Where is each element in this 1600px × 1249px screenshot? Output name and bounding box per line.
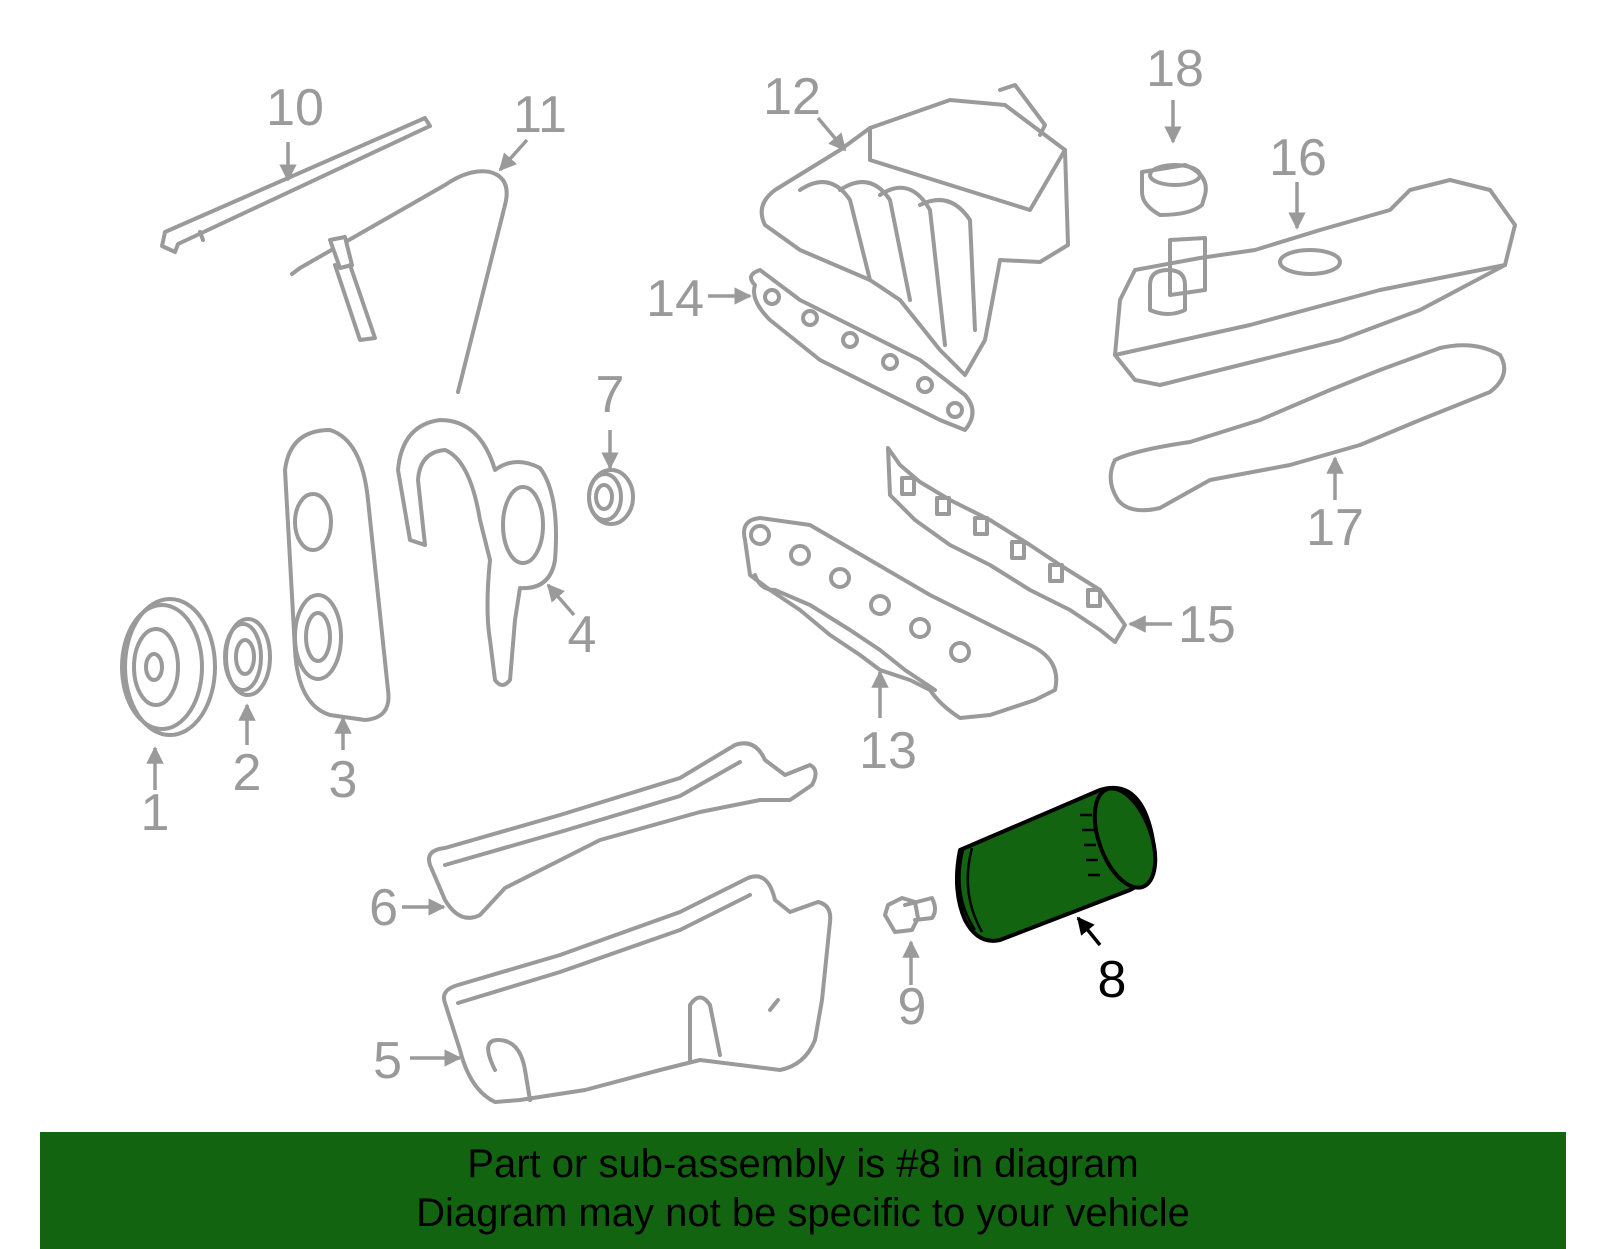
- callout-18: 18: [1146, 40, 1204, 98]
- callout-13: 13: [859, 722, 917, 780]
- part-17-valve-cover-gasket: [1108, 343, 1507, 513]
- info-banner: Part or sub-assembly is #8 in diagram Di…: [40, 1132, 1566, 1249]
- callout-10: 10: [266, 79, 324, 137]
- arrow-8: [1076, 916, 1102, 947]
- callout-12: 12: [763, 68, 821, 126]
- part-15-exhaust-gasket: [886, 446, 1127, 644]
- callout-5: 5: [373, 1032, 402, 1090]
- part-2-front-seal: [223, 617, 272, 697]
- part-9-drain-plug: [883, 896, 937, 934]
- part-5-oil-pan: [441, 874, 833, 1104]
- callout-4: 4: [568, 606, 597, 664]
- arrow-12: [816, 116, 847, 152]
- part-6-oil-pan-gasket: [427, 741, 818, 920]
- part-16-valve-cover: [1113, 178, 1517, 387]
- part-1-crankshaft-pulley: [120, 597, 217, 737]
- part-7-seal: [587, 468, 635, 526]
- part-4-timing-cover-gasket: [396, 418, 558, 687]
- callout-16: 16: [1269, 129, 1327, 187]
- part-8-oil-filter: [955, 785, 1158, 943]
- callout-14: 14: [646, 270, 704, 328]
- arrow-11: [498, 138, 529, 172]
- callout-6: 6: [369, 879, 398, 937]
- callout-2: 2: [233, 744, 262, 802]
- part-18-oil-cap: [1140, 163, 1208, 217]
- callout-3: 3: [329, 751, 358, 809]
- part-10-dipstick: [160, 116, 432, 254]
- callout-9: 9: [898, 978, 927, 1036]
- callout-1: 1: [141, 784, 170, 842]
- callout-15: 15: [1178, 596, 1236, 654]
- callout-11: 11: [513, 86, 567, 144]
- part-3-timing-cover: [283, 428, 391, 722]
- leader-arrows: [146, 100, 1344, 1067]
- callout-7: 7: [596, 366, 625, 424]
- callout-labels: 1 2 3 4 5 6 7 8 9 10 11 12 13 14 15 16 1…: [141, 40, 1364, 1090]
- banner-line-part: Part or sub-assembly is #8 in diagram: [467, 1142, 1139, 1186]
- part-12-intake-manifold: [759, 83, 1070, 377]
- arrow-4: [546, 583, 576, 617]
- part-13-exhaust-manifold: [742, 516, 1059, 720]
- part-11-dipstick-handle: [290, 169, 509, 394]
- banner-line-disclaimer: Diagram may not be specific to your vehi…: [416, 1191, 1190, 1235]
- callout-8: 8: [1098, 951, 1127, 1009]
- callout-17: 17: [1306, 499, 1364, 557]
- part-14-intake-gasket: [749, 268, 975, 432]
